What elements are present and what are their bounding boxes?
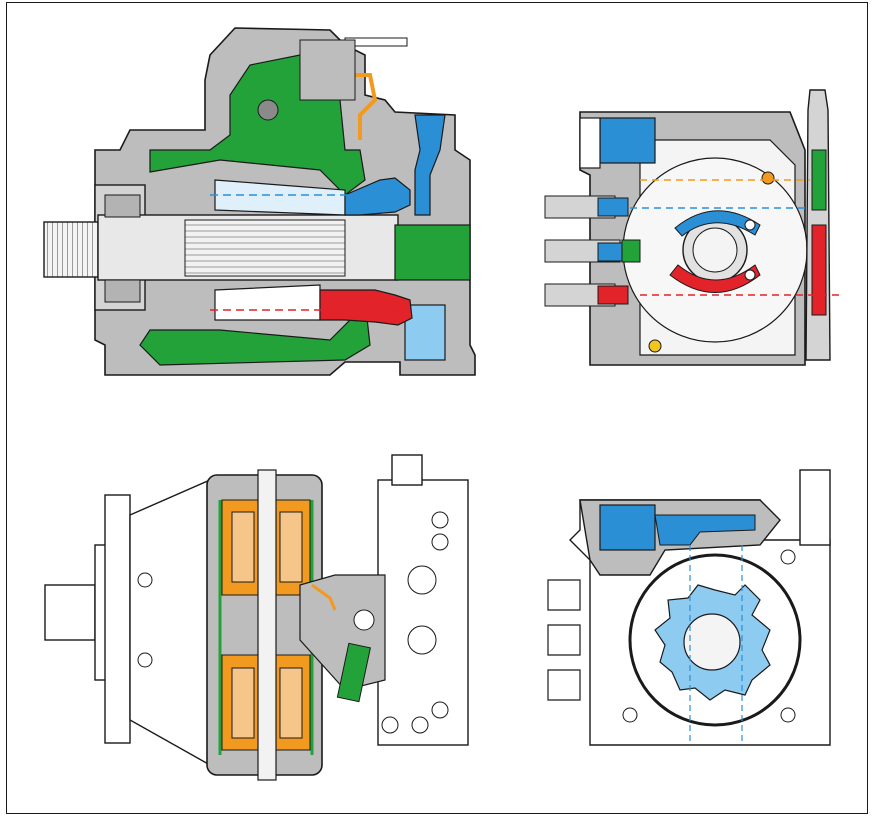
port-fitting	[431, 701, 449, 719]
bolt-hole	[761, 171, 775, 185]
cap-nut	[391, 454, 423, 486]
port-fitting	[431, 533, 449, 551]
control-spool	[336, 642, 371, 703]
port-fitting	[407, 625, 437, 655]
mounting-bolt	[137, 652, 153, 668]
case-leakage-lower	[139, 298, 371, 366]
pump-body-outline	[129, 478, 211, 767]
control-valve-body	[299, 39, 356, 101]
kidney-port-low-pressure	[674, 210, 761, 237]
swashplate-pivot	[257, 99, 279, 121]
right-valve-stack	[799, 469, 831, 546]
side-valve-stub	[547, 579, 581, 701]
port-fitting	[381, 716, 399, 734]
control-block-low-pressure	[599, 117, 656, 164]
rear-cross-section-view	[544, 89, 840, 366]
pressure-cutoff-valve	[544, 195, 629, 219]
piston-lower	[214, 284, 321, 321]
port-fitting	[407, 565, 437, 595]
high-pressure-valve	[544, 283, 629, 307]
rear-view-bolt	[622, 707, 638, 723]
bolt-hole	[744, 219, 756, 231]
rear-view-bolt	[780, 549, 796, 565]
mounting-bolt	[137, 572, 153, 588]
low-pressure-channel	[414, 114, 446, 216]
lower-spring-right	[279, 667, 303, 739]
longitudinal-section-view	[43, 27, 476, 376]
upper-spring-left	[231, 511, 255, 583]
upper-spring-right	[279, 511, 303, 583]
rear-view-low-pressure-channel	[654, 514, 756, 546]
shaft-bore-inner	[692, 227, 738, 273]
front-bearing-bottom	[104, 279, 141, 303]
drive-shaft-spline	[43, 221, 100, 278]
gear-center	[683, 613, 741, 671]
shaft-end	[44, 584, 96, 641]
flow-control-valve	[544, 239, 641, 263]
rear-view-bolt	[780, 707, 796, 723]
rear-view-low-pressure-block	[599, 504, 656, 551]
bolt-hole	[648, 339, 662, 353]
control-pivot	[353, 609, 375, 631]
control-pressure-line-orange	[311, 583, 337, 611]
front-flange	[104, 494, 131, 744]
control-block	[579, 117, 601, 169]
low-pressure-port	[344, 177, 411, 216]
case-leakage-rear	[394, 224, 471, 281]
center-rod	[257, 469, 277, 781]
rear-view-with-gear-section	[547, 469, 831, 746]
high-pressure-port	[319, 289, 413, 326]
port-fitting	[411, 716, 429, 734]
shaft-spline-section	[184, 219, 346, 277]
rear-control-block	[377, 479, 469, 746]
port-fitting	[431, 511, 449, 529]
bolt-hole	[744, 269, 756, 281]
kidney-port-high-pressure	[669, 264, 761, 293]
right-valve-high-pressure	[811, 224, 827, 316]
lower-spring-left	[231, 667, 255, 739]
front-bearing-top	[104, 194, 141, 218]
top-view-with-control-section	[44, 454, 469, 781]
right-valve-green	[811, 149, 827, 211]
